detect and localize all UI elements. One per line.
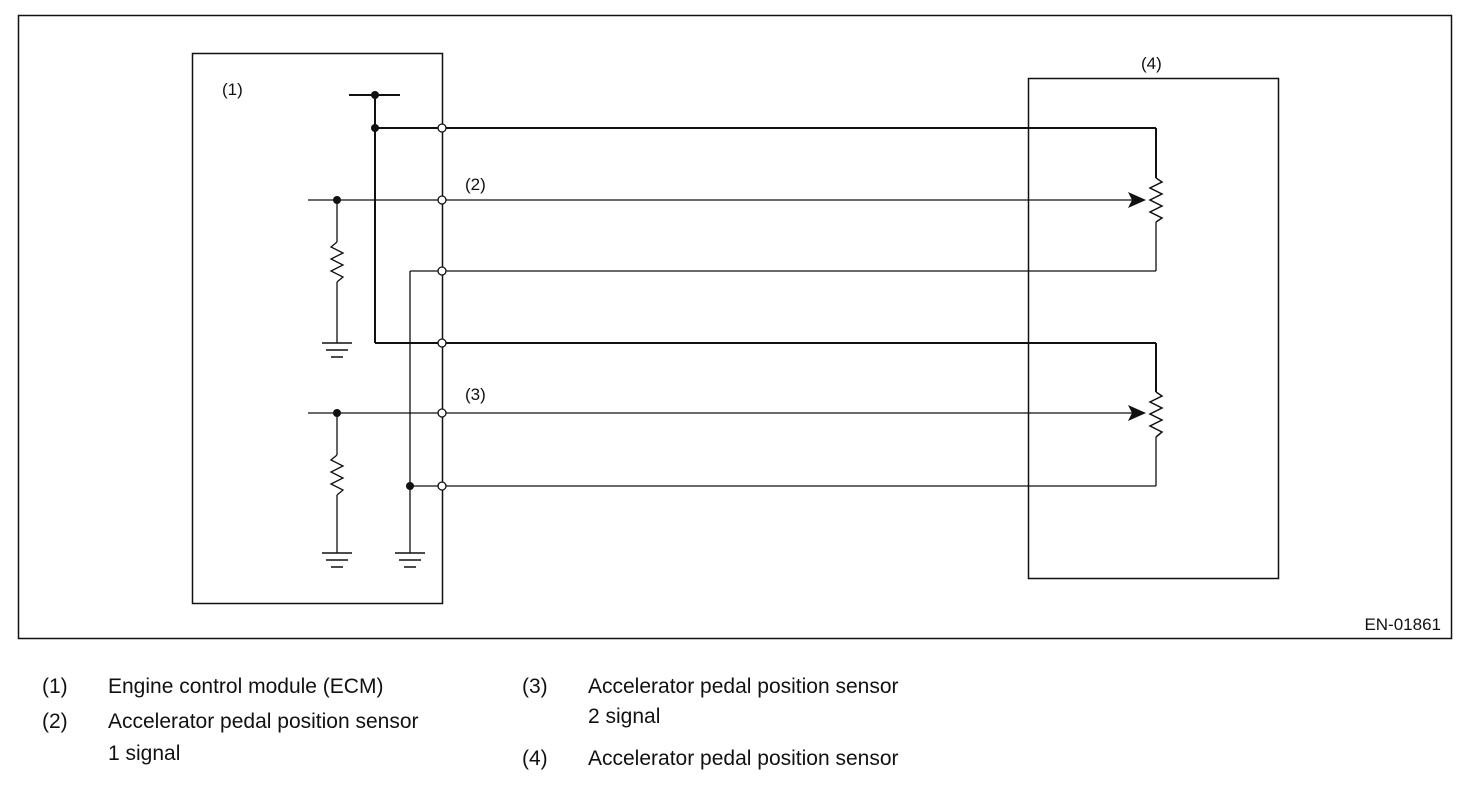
ground-icon [322, 552, 352, 568]
potentiometer-2-icon [1148, 391, 1164, 438]
ecm-box [191, 52, 444, 605]
ground-icon [395, 552, 425, 568]
signal2-wiring [308, 412, 1136, 553]
ecm-label: (1) [222, 80, 243, 99]
wiring-diagram: (1) (4) (2) [17, 14, 1453, 640]
legend-text-line2: 2 signal [588, 705, 661, 728]
sensor-box [1027, 77, 1280, 580]
legend-text: Engine control module (ECM) [108, 675, 384, 698]
terminal-icon [437, 195, 447, 205]
junction-dot [333, 196, 341, 204]
legend-number: (3) [522, 675, 548, 698]
ground-return-wiring [409, 222, 1157, 553]
junction-dot [371, 91, 379, 99]
signal1-label: (2) [465, 175, 486, 194]
diagram-frame [17, 14, 1453, 640]
ecm-terminals [437, 123, 447, 491]
legend-text: Accelerator pedal position sensor [588, 675, 899, 698]
wiper-arrow-1-icon [1128, 192, 1146, 208]
ground-icon [322, 342, 352, 358]
legend-text: Accelerator pedal position sensor [108, 710, 419, 733]
terminal-icon [437, 408, 447, 418]
terminal-icon [437, 266, 447, 276]
power-supply-wiring [349, 94, 1157, 392]
junction-dot [406, 482, 414, 490]
potentiometer-1-icon [1148, 177, 1164, 223]
signal2-label: (3) [465, 385, 486, 404]
legend-number: (1) [42, 675, 68, 698]
terminal-icon [437, 123, 447, 133]
wiper-arrow-2-icon [1128, 405, 1146, 421]
legend-text: Accelerator pedal position sensor [588, 747, 899, 770]
legend-number: (2) [42, 710, 68, 733]
terminal-icon [437, 338, 447, 348]
terminal-icon [437, 481, 447, 491]
figure-code: EN-01861 [1364, 615, 1441, 634]
legend-number: (4) [522, 747, 548, 770]
junction-dot [371, 124, 379, 132]
sensor-label: (4) [1141, 54, 1162, 73]
junction-dot [333, 409, 341, 417]
legend-text-line2: 1 signal [108, 742, 181, 765]
